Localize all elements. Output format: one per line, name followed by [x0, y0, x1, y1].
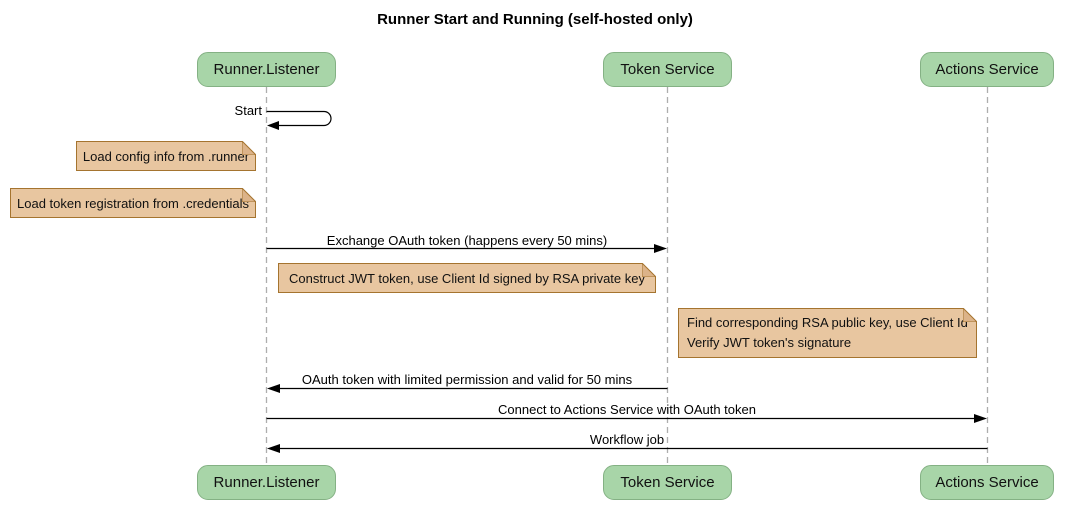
- note-load-config: Load config info from .runner: [76, 141, 256, 171]
- arrowhead-exchange-oauth: [654, 244, 667, 253]
- actor-label: Actions Service: [935, 61, 1039, 78]
- diagram-title: Runner Start and Running (self-hosted on…: [377, 11, 693, 28]
- note-fold-icon: [642, 263, 656, 277]
- note-text-line1: Find corresponding RSA public key, use C…: [687, 315, 968, 330]
- note-text: Construct JWT token, use Client Id signe…: [289, 270, 645, 286]
- note-fold-icon: [963, 308, 977, 322]
- message-label-exchange-oauth: Exchange OAuth token (happens every 50 m…: [326, 233, 608, 248]
- actor-label: Token Service: [620, 474, 715, 491]
- actor-label: Actions Service: [935, 474, 1039, 491]
- arrow-start-self: [266, 110, 332, 127]
- actor-runner-listener-bottom: Runner.Listener: [197, 465, 336, 500]
- message-label-connect: Connect to Actions Service with OAuth to…: [498, 402, 756, 417]
- arrowhead-oauth-return: [267, 384, 280, 393]
- arrowhead-connect: [974, 414, 987, 423]
- actor-actions-service-top: Actions Service: [920, 52, 1054, 87]
- note-text-line2: Verify JWT token's signature: [687, 335, 852, 350]
- actor-token-service-top: Token Service: [603, 52, 732, 87]
- note-text: Load token registration from .credential…: [17, 195, 249, 211]
- message-label-start: Start: [234, 103, 262, 118]
- message-label-workflow-job: Workflow job: [589, 432, 665, 447]
- actor-runner-listener-top: Runner.Listener: [197, 52, 336, 87]
- message-label-oauth-return: OAuth token with limited permission and …: [301, 372, 633, 387]
- arrowhead-workflow-job: [267, 444, 280, 453]
- actor-label: Runner.Listener: [213, 474, 320, 491]
- actor-actions-service-bottom: Actions Service: [920, 465, 1054, 500]
- note-fold-icon: [242, 141, 256, 155]
- actor-label: Token Service: [620, 61, 715, 78]
- note-load-token: Load token registration from .credential…: [10, 188, 256, 218]
- note-verify-jwt: Find corresponding RSA public key, use C…: [678, 308, 977, 358]
- note-fold-icon: [242, 188, 256, 202]
- note-construct-jwt: Construct JWT token, use Client Id signe…: [278, 263, 656, 293]
- note-text: Load config info from .runner: [82, 148, 250, 164]
- arrowhead-start: [267, 121, 279, 130]
- actor-label: Runner.Listener: [213, 61, 320, 78]
- actor-token-service-bottom: Token Service: [603, 465, 732, 500]
